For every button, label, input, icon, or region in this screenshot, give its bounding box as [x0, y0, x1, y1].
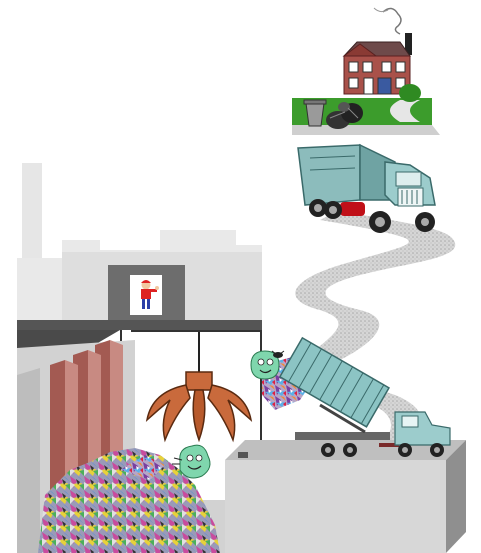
chimney-smoke [383, 8, 401, 34]
tipping-floor [225, 440, 466, 553]
house [344, 8, 421, 102]
crane-floor [17, 320, 262, 330]
bush [399, 84, 421, 102]
curbside-trash-cans [292, 98, 440, 135]
crane-grapple [147, 332, 251, 440]
dumpster-truck [262, 338, 450, 457]
